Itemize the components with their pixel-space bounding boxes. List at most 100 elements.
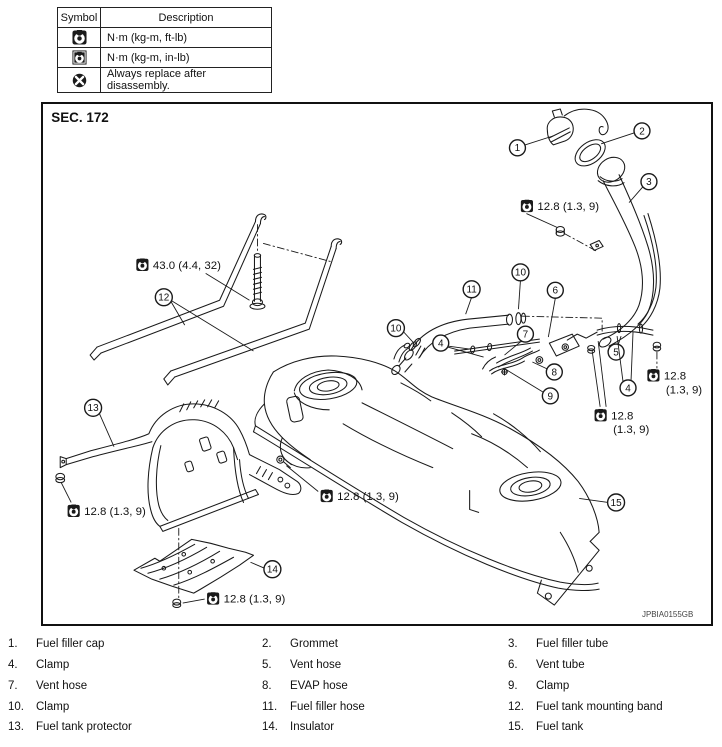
- use-element: [72, 73, 86, 87]
- path-element: [252, 266, 262, 295]
- part-number: 3.: [508, 638, 518, 651]
- part-name: Fuel filler hose: [290, 700, 365, 713]
- path-element: [596, 325, 654, 336]
- part-name: Insulator: [290, 721, 335, 734]
- callout-balloon: [633, 122, 651, 140]
- callout-9: 9: [503, 367, 559, 405]
- circle-element: [187, 569, 193, 575]
- callout-number: 5: [613, 347, 619, 358]
- path-element: [637, 215, 657, 325]
- part-item: 3.Fuel filler tube: [500, 634, 722, 655]
- leader-line: [250, 561, 265, 569]
- ellipse-element: [316, 380, 340, 392]
- ellipse-element: [408, 341, 417, 351]
- ellipse-element: [579, 143, 602, 163]
- ellipse-element: [55, 476, 66, 484]
- ellipse-element: [253, 253, 262, 258]
- circle-element: [544, 592, 552, 600]
- ellipse-element: [555, 230, 566, 237]
- ellipse-element: [172, 602, 182, 608]
- callout-10: 10: [386, 318, 415, 344]
- circle-element: [277, 476, 284, 483]
- leader-line: [600, 132, 635, 145]
- ellipse-element: [520, 312, 527, 324]
- torque-value: 12.8: [611, 410, 633, 422]
- ellipse-element: [518, 480, 543, 493]
- path-element: [489, 349, 540, 372]
- callout-number: 1: [515, 143, 521, 154]
- part-name: Vent tube: [536, 659, 585, 672]
- symbol-legend-table: Symbol Description N·m (kg-m, ft-lb)N·m …: [57, 7, 272, 93]
- torque-inlb-icon: [57, 47, 101, 68]
- callout-4: 4: [432, 334, 484, 358]
- part-name: Fuel tank mounting band: [536, 700, 663, 713]
- circle-element: [535, 356, 544, 364]
- path-element: [640, 213, 661, 328]
- use-element: [72, 30, 86, 45]
- ellipse-element: [299, 371, 358, 401]
- path-element: [133, 538, 254, 594]
- path-element: [282, 459, 292, 469]
- leader-line: [503, 367, 545, 394]
- ellipse-element: [587, 344, 596, 352]
- callout-2: 2: [600, 122, 651, 145]
- leader-line: [447, 345, 470, 350]
- part-name: Fuel tank: [536, 721, 584, 734]
- callout-number: 7: [523, 330, 529, 341]
- leader-line: [465, 297, 473, 315]
- path-element: [471, 433, 528, 469]
- path-element: [469, 489, 480, 513]
- path-element: [263, 371, 311, 461]
- ellipse-element: [391, 364, 401, 376]
- torque-value: 43.0 (4.4, 32): [153, 260, 221, 272]
- path-element: [254, 403, 265, 427]
- circle-element: [181, 551, 187, 557]
- rect-element: [184, 460, 195, 473]
- ellipse-element: [587, 348, 596, 354]
- callout-balloon: [619, 379, 637, 397]
- part-item: 14.Insulator: [254, 717, 500, 738]
- circle-element: [595, 243, 599, 248]
- ellipse-element: [412, 337, 421, 348]
- rect-element: [199, 436, 212, 452]
- ellipse-element: [308, 376, 348, 396]
- path-element: [597, 176, 625, 187]
- circle-element: [537, 358, 542, 362]
- torque-wrench-icon: [647, 368, 660, 382]
- path-element: [496, 347, 533, 368]
- path-element: [330, 238, 343, 249]
- legend-body: N·m (kg-m, ft-lb)N·m (kg-m, in-lb)Always…: [57, 27, 272, 93]
- circle-element: [276, 455, 285, 464]
- callout-number: 12: [158, 293, 170, 304]
- part-name: Vent hose: [290, 659, 342, 672]
- path-element: [96, 221, 261, 354]
- insulator-art: [133, 538, 254, 608]
- exploded-diagram: SEC. 172: [51, 108, 702, 619]
- path-element: [563, 108, 609, 136]
- ellipse-element: [652, 341, 662, 349]
- tr-element: Symbol Description: [57, 7, 272, 28]
- circle-element: [585, 564, 593, 572]
- callout-balloon: [432, 334, 450, 352]
- torque-wrench-icon: [594, 408, 607, 422]
- callout-number: 3: [646, 177, 652, 188]
- path-element: [342, 423, 434, 469]
- leader-line: [170, 301, 186, 326]
- callout-balloon: [386, 318, 406, 338]
- path-element: [521, 315, 603, 332]
- callout-6: 6: [546, 281, 564, 338]
- leader-line: [591, 350, 601, 407]
- torque-label: 12.8 (1.3, 9): [520, 199, 599, 228]
- callout-number: 9: [548, 391, 554, 402]
- path-element: [415, 345, 426, 358]
- ellipse-element: [172, 598, 182, 606]
- path-element: [491, 360, 525, 375]
- part-item: 1.Fuel filler cap: [0, 634, 254, 655]
- torque-value: (1.3, 9): [666, 384, 702, 396]
- svg-element: [72, 73, 87, 88]
- part-item: 15.Fuel tank: [500, 717, 722, 738]
- callout-8: 8: [532, 361, 563, 381]
- path-element: [546, 116, 574, 146]
